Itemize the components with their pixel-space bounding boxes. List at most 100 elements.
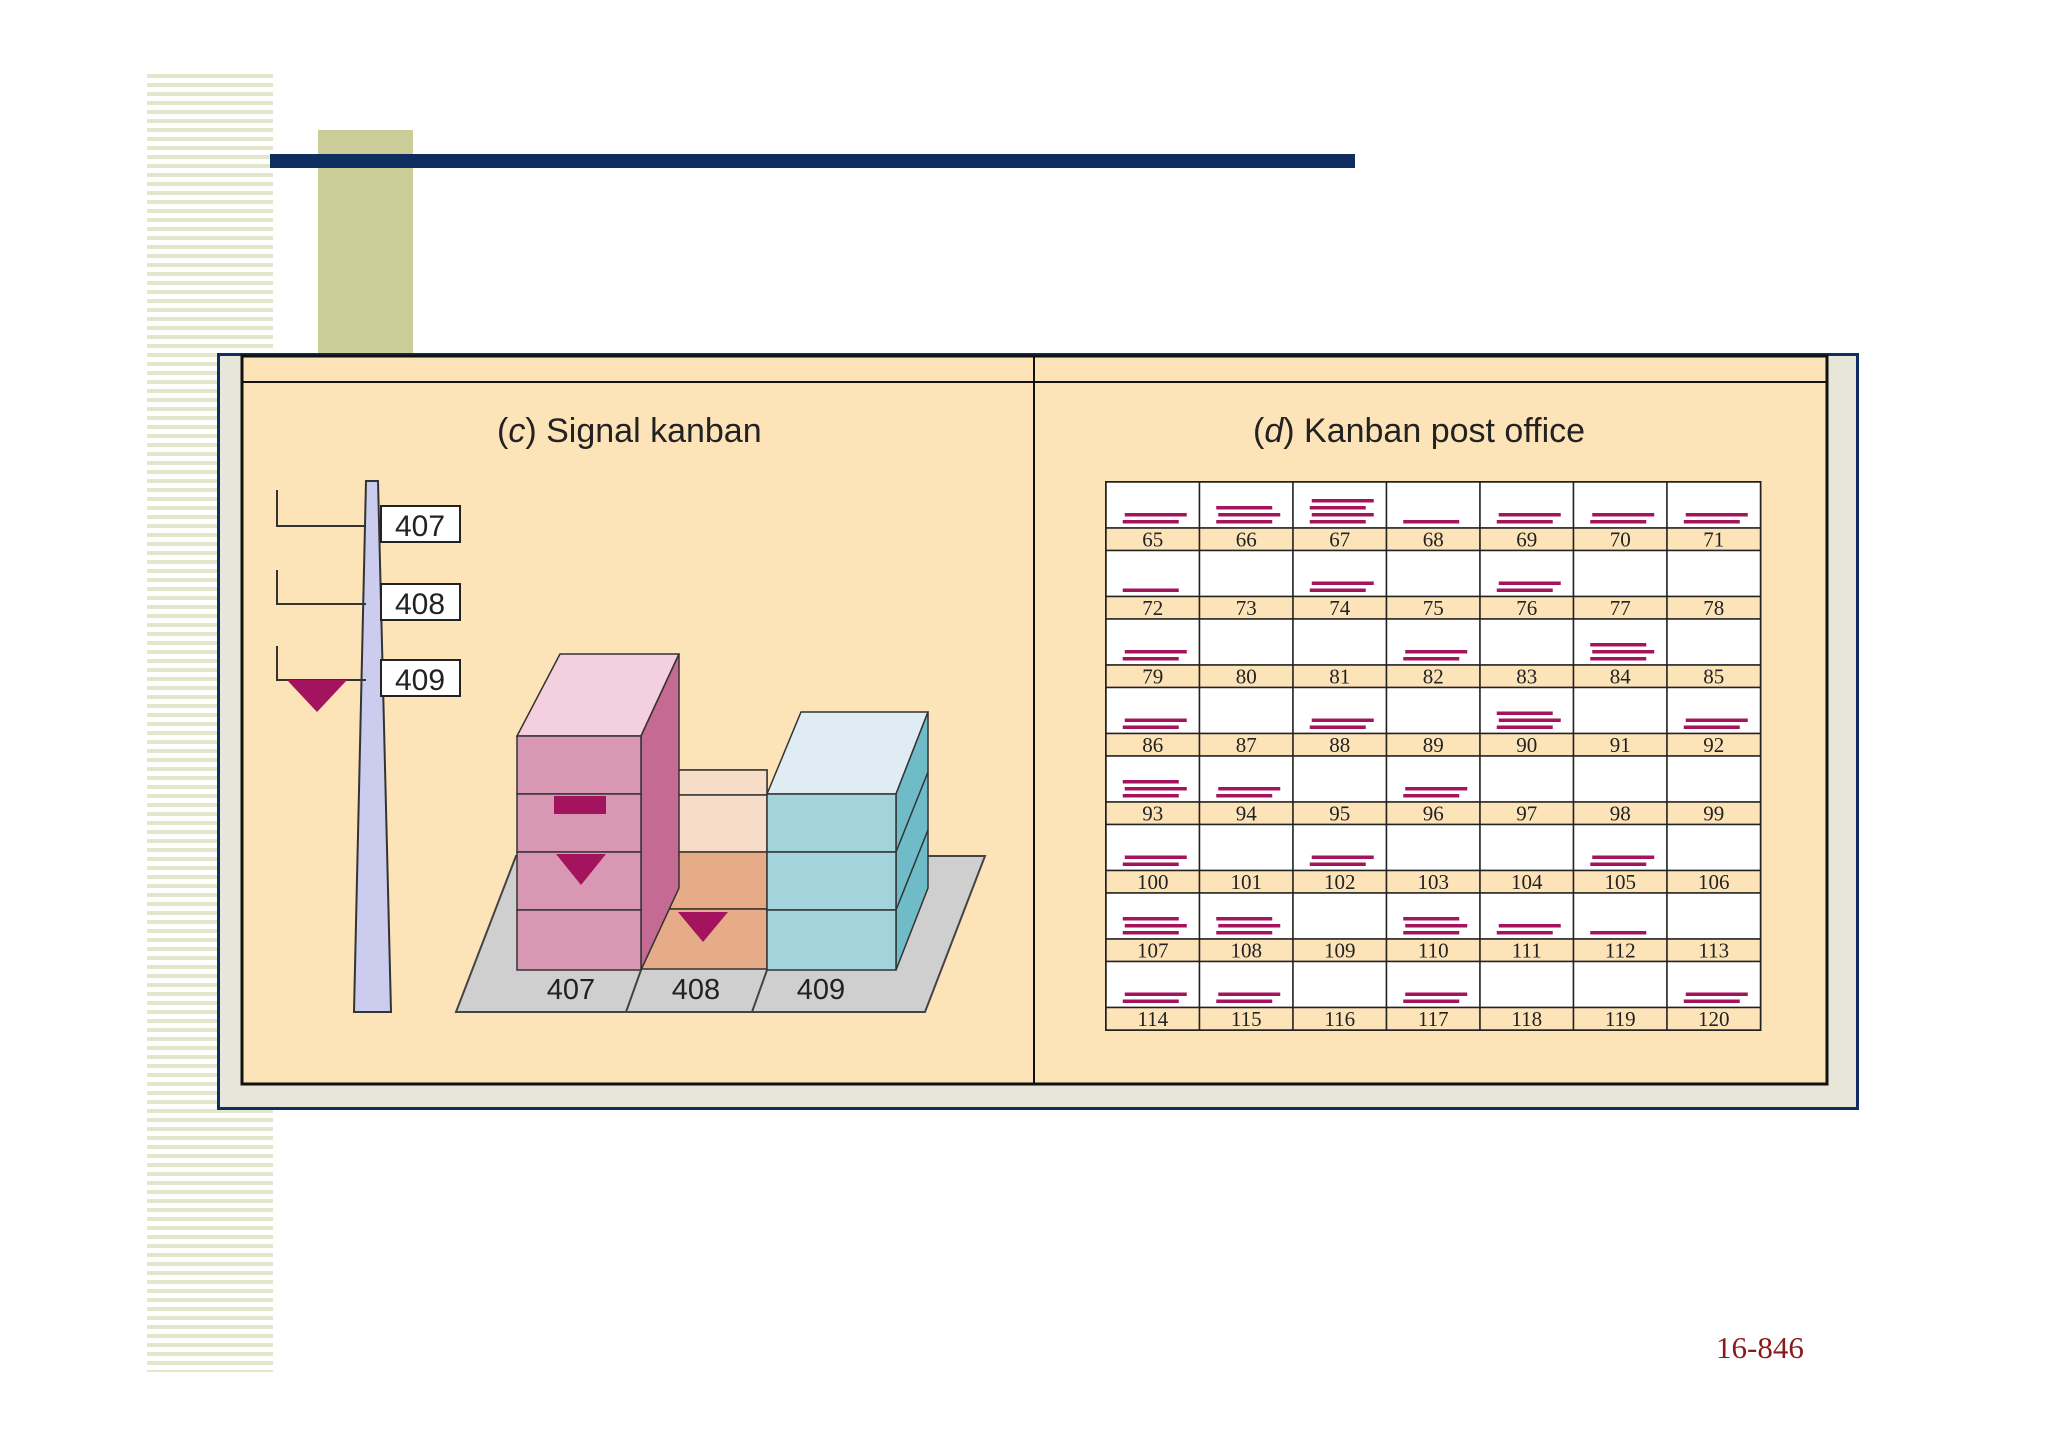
post-office-slot-98: 98 xyxy=(1572,755,1668,826)
box-stack-409 xyxy=(765,711,930,971)
panel-d-title: (d) Kanban post office xyxy=(1253,412,1585,450)
slot-label-strip xyxy=(1666,1006,1762,1031)
slot-pocket xyxy=(1666,549,1762,598)
slot-pocket xyxy=(1572,549,1668,598)
post-office-slot-89: 89 xyxy=(1385,686,1481,757)
kanban-card-mark xyxy=(1590,643,1647,647)
slot-number: 98 xyxy=(1610,802,1631,826)
base-divider-2 xyxy=(751,969,768,1013)
slot-number: 87 xyxy=(1236,733,1257,757)
slot-pocket xyxy=(1572,960,1668,1009)
hook-407 xyxy=(276,490,366,527)
kanban-card-mark xyxy=(1405,992,1468,996)
slot-number: 105 xyxy=(1605,870,1637,894)
slot-number: 94 xyxy=(1236,802,1258,826)
slot-pocket xyxy=(1385,549,1481,598)
post-office-slot-113: 113 xyxy=(1666,892,1762,963)
kanban-card-mark xyxy=(1309,588,1366,592)
kanban-card-mark xyxy=(1122,931,1179,935)
slot-number: 77 xyxy=(1610,596,1631,620)
slot-number: 86 xyxy=(1142,733,1163,757)
slot-number: 76 xyxy=(1516,596,1537,620)
pole-sign-408-label: 408 xyxy=(395,588,445,621)
kanban-card-mark xyxy=(1592,855,1655,859)
panel-c-title-text: Signal kanban xyxy=(546,412,762,450)
slot-pocket xyxy=(1666,755,1762,803)
slot-pocket xyxy=(1292,960,1388,1009)
kanban-card-mark xyxy=(1218,513,1281,517)
post-office-slot-72: 72 xyxy=(1105,549,1201,620)
kanban-card-mark xyxy=(1122,999,1179,1003)
slot-number: 107 xyxy=(1137,939,1169,963)
post-office-slot-68: 68 xyxy=(1385,481,1481,552)
slot-number: 68 xyxy=(1423,528,1444,552)
slot-number: 71 xyxy=(1703,528,1724,552)
kanban-card-mark xyxy=(1590,657,1647,661)
slot-number: 96 xyxy=(1423,802,1444,826)
post-office-slot-111: 111 xyxy=(1479,892,1575,963)
signal-kanban-card-407 xyxy=(554,796,606,814)
slot-number: 84 xyxy=(1610,665,1632,689)
slot-pocket xyxy=(1666,892,1762,940)
post-office-slot-88: 88 xyxy=(1292,686,1388,757)
post-office-slot-94: 94 xyxy=(1198,755,1294,826)
post-office-slot-91: 91 xyxy=(1572,686,1668,757)
slot-pocket xyxy=(1572,686,1668,735)
page-number: 16-846 xyxy=(1716,1330,1804,1365)
slot-number: 112 xyxy=(1605,939,1636,963)
kanban-card-mark xyxy=(1403,794,1460,798)
slot-number: 99 xyxy=(1703,802,1724,826)
pole-sign-409-label: 409 xyxy=(395,664,445,697)
post-office-slot-117: 117 xyxy=(1385,960,1481,1031)
post-office-slot-114: 114 xyxy=(1105,960,1201,1031)
post-office-slot-104: 104 xyxy=(1479,823,1575,894)
kanban-card-mark xyxy=(1592,513,1655,517)
kanban-card-mark xyxy=(1403,520,1460,524)
slot-number: 85 xyxy=(1703,665,1724,689)
slot-number: 101 xyxy=(1231,870,1263,894)
post-office-slot-112: 112 xyxy=(1572,892,1668,963)
kanban-card-mark xyxy=(1122,780,1179,784)
slot-pocket xyxy=(1198,549,1294,598)
post-office-slot-109: 109 xyxy=(1292,892,1388,963)
slot-number: 110 xyxy=(1418,939,1449,963)
post-office-slot-120: 120 xyxy=(1666,960,1762,1031)
kanban-card-mark xyxy=(1309,862,1366,866)
box-stack-407 xyxy=(515,653,681,971)
kanban-card-mark xyxy=(1403,931,1460,935)
post-office-slot-77: 77 xyxy=(1572,549,1668,620)
post-office-slot-101: 101 xyxy=(1198,823,1294,894)
post-office-slot-70: 70 xyxy=(1572,481,1668,552)
slot-number: 93 xyxy=(1142,802,1163,826)
pole-sign-409 xyxy=(380,659,461,697)
base-label-409: 409 xyxy=(797,974,845,1006)
slot-number: 90 xyxy=(1516,733,1537,757)
slot-number: 89 xyxy=(1423,733,1444,757)
kanban-card-mark xyxy=(1216,520,1273,524)
post-office-slot-69: 69 xyxy=(1479,481,1575,552)
slot-number: 115 xyxy=(1231,1007,1262,1031)
base-label-408: 408 xyxy=(672,974,720,1006)
post-office-slot-116: 116 xyxy=(1292,960,1388,1031)
slot-number: 79 xyxy=(1142,665,1163,689)
post-office-slot-71: 71 xyxy=(1666,481,1762,552)
post-office-slot-97: 97 xyxy=(1479,755,1575,826)
kanban-card-mark xyxy=(1685,718,1748,722)
post-office-slot-84: 84 xyxy=(1572,618,1668,689)
post-office-slot-92: 92 xyxy=(1666,686,1762,757)
slot-number: 95 xyxy=(1329,802,1350,826)
kanban-card-mark xyxy=(1216,931,1273,935)
post-office-slot-90: 90 xyxy=(1479,686,1575,757)
slot-number: 120 xyxy=(1698,1007,1730,1031)
kanban-card-mark xyxy=(1405,787,1468,791)
post-office-slot-78: 78 xyxy=(1666,549,1762,620)
panel-d-title-text: Kanban post office xyxy=(1304,412,1585,450)
olive-accent-block xyxy=(318,130,413,360)
slot-number: 92 xyxy=(1703,733,1724,757)
kanban-card-mark xyxy=(1124,855,1187,859)
slot-number: 70 xyxy=(1610,528,1631,552)
slot-number: 97 xyxy=(1516,802,1537,826)
panel-c-letter: c xyxy=(508,412,525,450)
post-office-slot-99: 99 xyxy=(1666,755,1762,826)
slot-number: 88 xyxy=(1329,733,1350,757)
